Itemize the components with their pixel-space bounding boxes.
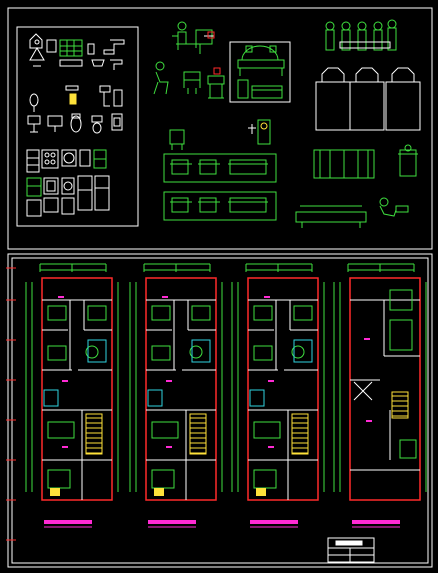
floor-plan-2[interactable] [129,263,223,528]
kitchen-appliance-blocks [26,149,110,217]
dining-blocks [295,144,418,228]
plans-sheet [6,253,433,568]
lamp-block [248,119,271,145]
sofa-blocks[interactable] [163,129,277,221]
bathroom-blocks-panel [16,26,139,227]
plans-frame [7,253,433,568]
library-frame [7,7,433,250]
bathroom-fixtures [27,33,125,134]
plans-inner-frame [11,257,429,564]
wardrobe-blocks [315,67,421,131]
floor-plan-1[interactable] [25,263,119,528]
library-sheet [7,7,433,250]
bed-blocks [237,45,285,99]
people-silhouettes [325,19,397,51]
floor-plan-4[interactable] [333,263,427,528]
floor-plan-3[interactable] [231,263,325,528]
bedroom-block-panel [229,41,291,103]
floor-plan-group [25,263,427,528]
office-person-blocks [153,21,225,99]
title-block [327,537,375,563]
